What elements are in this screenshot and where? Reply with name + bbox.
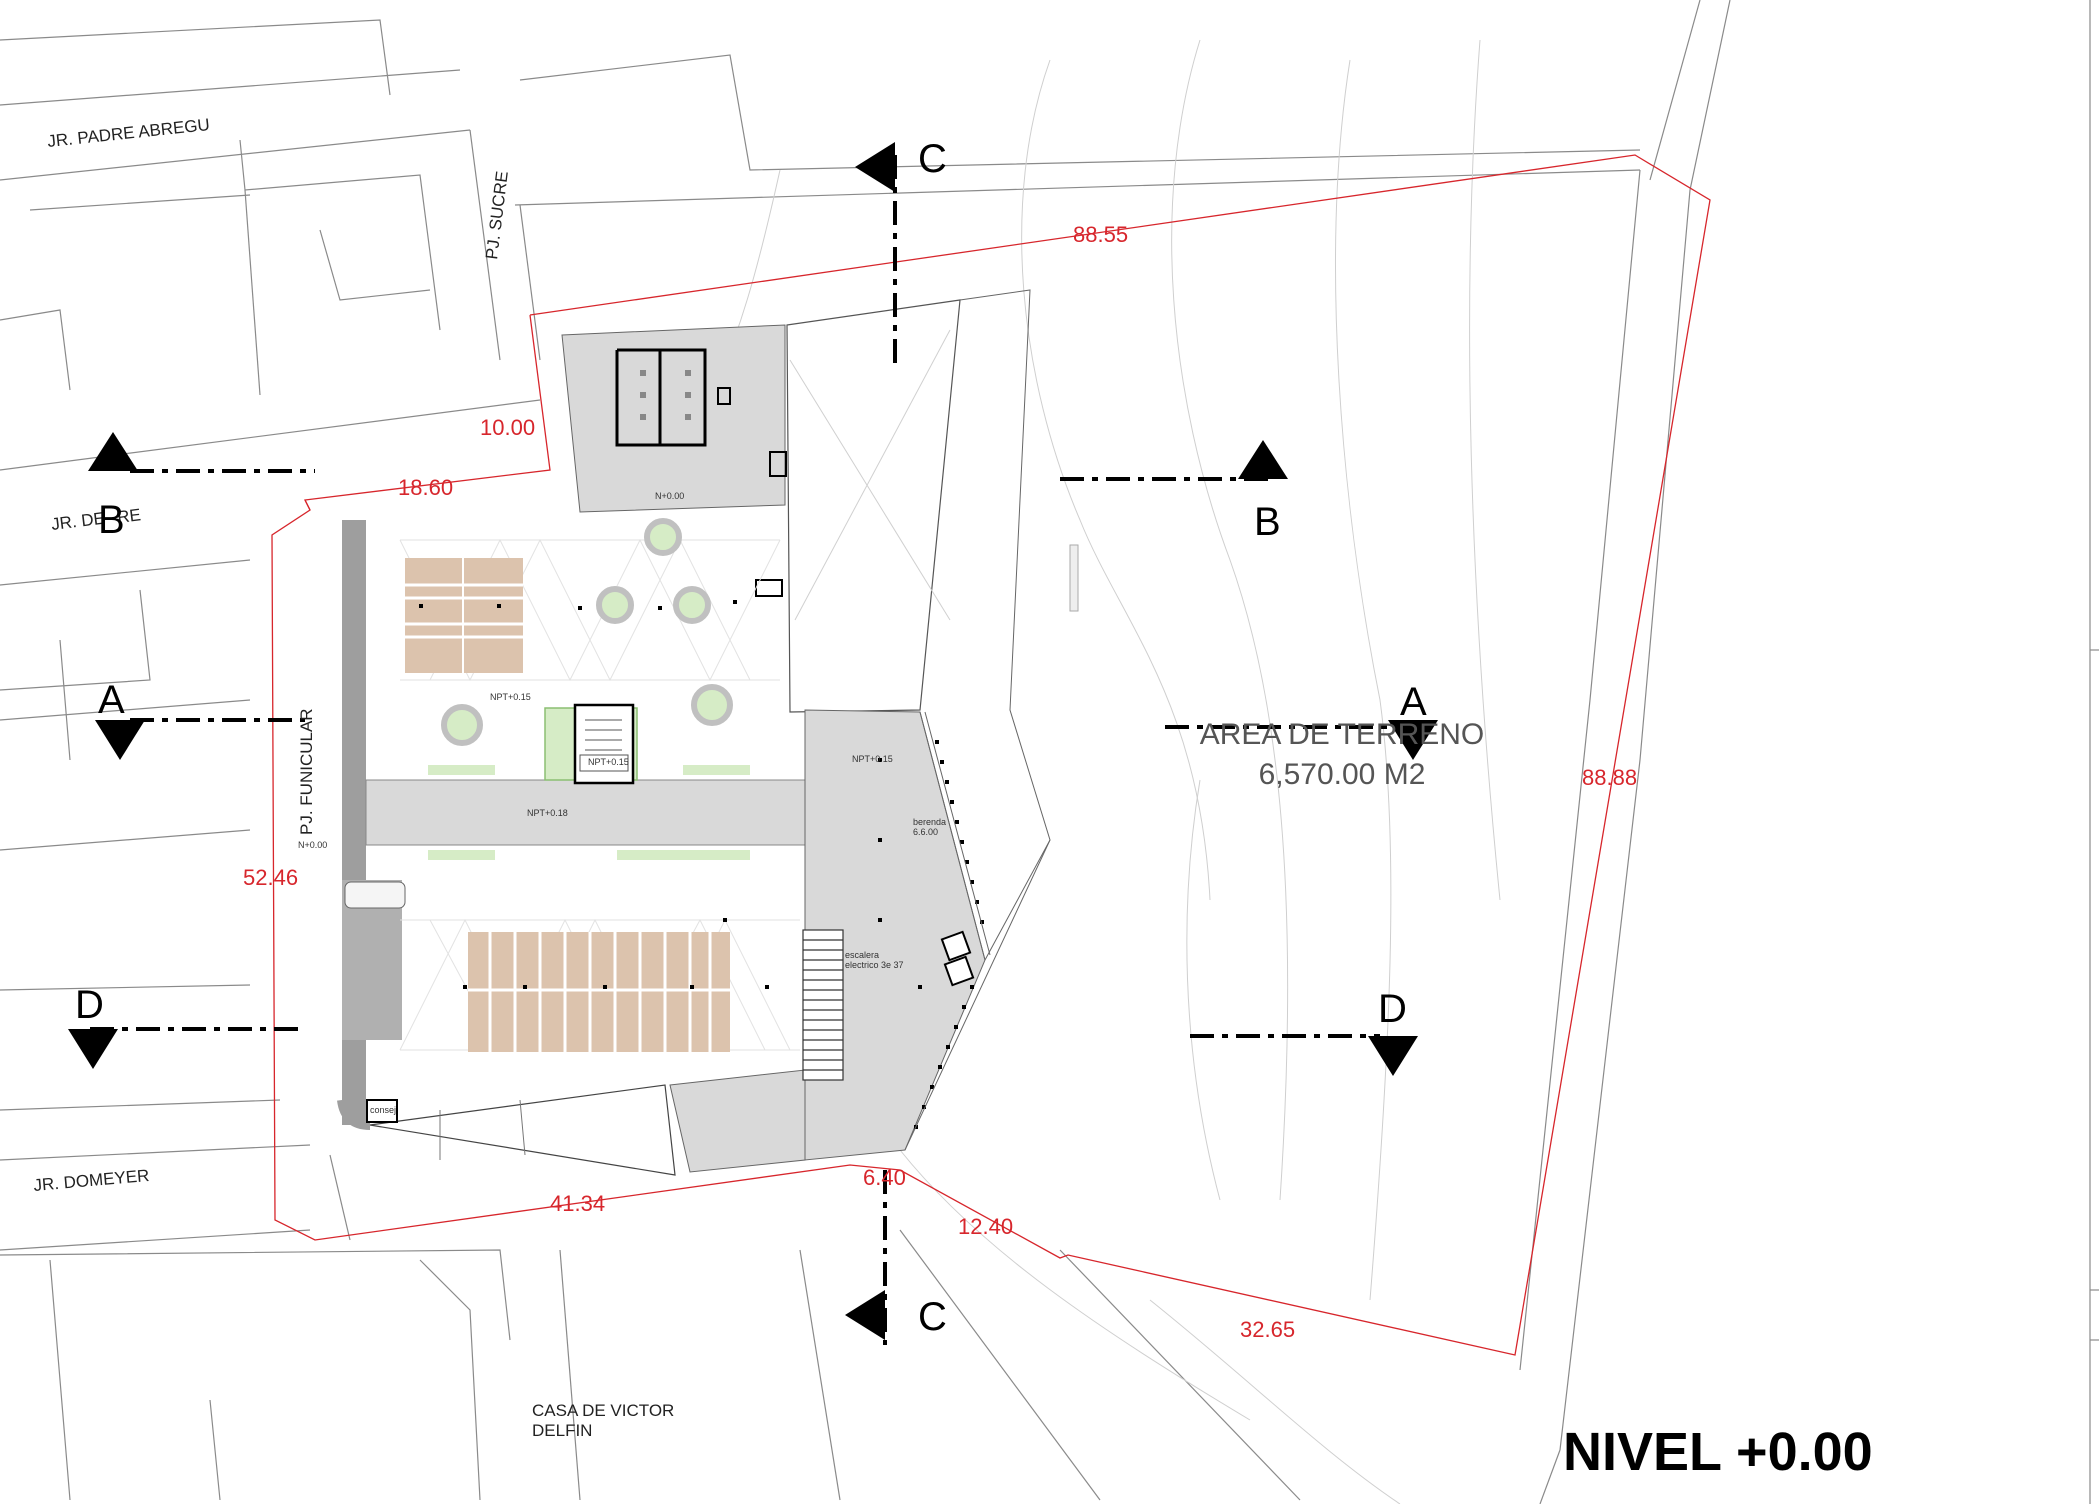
- street-funicular: PJ. FUNICULAR: [297, 708, 316, 835]
- street-jr-de-tail: RE: [116, 505, 142, 527]
- seating-lower: [468, 932, 730, 1052]
- neighbor-label: CASA DE VICTOR DELFIN: [532, 1401, 674, 1440]
- dim-10-00: 10.00: [480, 415, 535, 440]
- section-a-left-letter: A: [98, 678, 125, 722]
- section-c-bottom-arrow: [845, 1290, 885, 1340]
- area-label: AREA DE TERRENO 6,570.00 M2: [1200, 718, 1485, 791]
- section-b-left-letter: B: [98, 498, 125, 542]
- dimension-labels: 88.55 10.00 18.60 52.46 41.34 6.40 12.40…: [243, 222, 1637, 1342]
- seating-upper: [405, 558, 523, 673]
- label-ramp: escalera: [845, 950, 879, 960]
- level-npt015-c: NPT+0.15: [852, 754, 893, 764]
- label-berenda-level: 6.6.00: [913, 827, 938, 837]
- ramp-hatching: [789, 329, 951, 621]
- dim-52-46: 52.46: [243, 865, 298, 890]
- neighbor-line-1: CASA DE VICTOR: [532, 1401, 674, 1420]
- corridor: [365, 779, 806, 846]
- section-a-left-arrow: [95, 720, 145, 760]
- elevator: [940, 930, 975, 987]
- dim-41-34: 41.34: [550, 1191, 605, 1216]
- section-c-top-letter: C: [918, 137, 947, 181]
- building: [337, 289, 1079, 1176]
- trees: [441, 518, 733, 746]
- section-arrows: [68, 142, 1438, 1340]
- level-npt018: NPT+0.18: [527, 808, 568, 818]
- facade-lines: [904, 289, 1051, 1151]
- drawing-title: NIVEL +0.00: [1563, 1422, 1873, 1482]
- ramp-void: [786, 299, 961, 713]
- columns: [419, 600, 922, 989]
- area-value: 6,570.00 M2: [1259, 758, 1426, 791]
- section-b-left-arrow: [88, 432, 138, 471]
- level-labels: N+0.00 N+0.00 NPT+0.15 NPT+0.15 NPT+0.15…: [298, 491, 946, 1115]
- level-n000-left: N+0.00: [298, 840, 327, 850]
- area-title: AREA DE TERRENO: [1200, 718, 1485, 751]
- dim-88-88: 88.88: [1582, 765, 1637, 790]
- section-d-left-arrow: [68, 1029, 118, 1069]
- console-box: [366, 1099, 398, 1123]
- section-b-right-letter: B: [1254, 500, 1281, 544]
- site-boundary: [271, 154, 1711, 1356]
- street-sucre: PJ. SUCRE: [482, 170, 512, 260]
- level-n000: N+0.00: [655, 491, 684, 501]
- dim-18-60: 18.60: [398, 475, 453, 500]
- corner-curve: [337, 1099, 371, 1130]
- dim-12-40: 12.40: [958, 1214, 1013, 1239]
- level-npt015-a: NPT+0.15: [490, 692, 531, 702]
- bench-marker: [1069, 544, 1079, 612]
- dim-6-40: 6.40: [863, 1165, 906, 1190]
- street-domeyer: JR. DOMEYER: [33, 1166, 150, 1195]
- dim-88-55: 88.55: [1073, 222, 1128, 247]
- facade-dots: [914, 740, 984, 1129]
- service-block: [561, 324, 786, 513]
- section-b-right-arrow: [1238, 440, 1288, 479]
- section-c-bottom-letter: C: [918, 1295, 947, 1339]
- parked-car: [344, 881, 406, 909]
- entry-apron: [669, 1069, 806, 1173]
- section-letters: B B A A D D C C: [75, 137, 1427, 1339]
- section-d-left-letter: D: [75, 983, 104, 1027]
- label-berenda: berenda: [913, 817, 946, 827]
- section-c-top-arrow: [855, 142, 895, 192]
- restroom-fixtures: [640, 370, 691, 420]
- section-d-right-letter: D: [1378, 987, 1407, 1031]
- section-a-right-arrow: [1388, 720, 1438, 760]
- inner-stair: [573, 703, 635, 785]
- neighbor-line-2: DELFIN: [532, 1421, 592, 1440]
- section-d-right-arrow: [1368, 1036, 1418, 1076]
- street-padre-abregu: JR. PADRE ABREGU: [46, 115, 210, 151]
- level-npt015-b: NPT+0.15: [588, 757, 629, 767]
- label-ramp-2: electrico 3e 37: [845, 960, 904, 970]
- section-a-right-letter: A: [1400, 680, 1427, 724]
- staircase: [802, 929, 844, 1081]
- label-consejo: consej: [370, 1105, 396, 1115]
- dim-32-65: 32.65: [1240, 1317, 1295, 1342]
